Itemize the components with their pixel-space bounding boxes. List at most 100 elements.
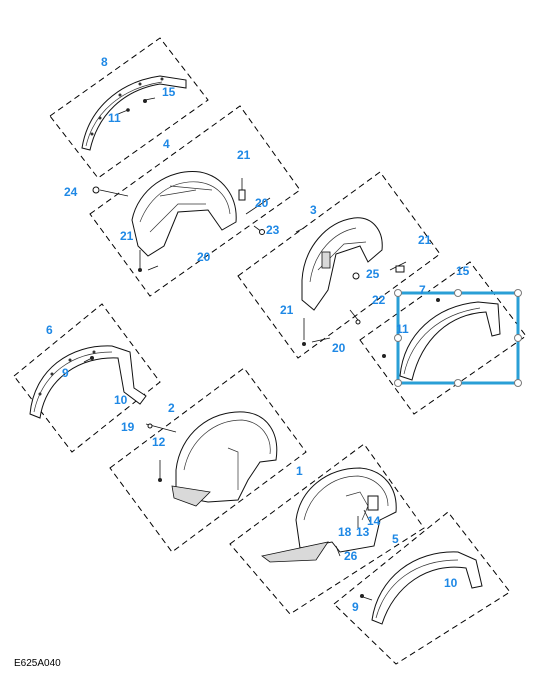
liner-4-rib3 [159, 185, 213, 197]
group-8-frame [49, 37, 209, 179]
fastener-21d [302, 342, 306, 346]
selection-handles [394, 289, 522, 387]
leader-13 [363, 509, 371, 523]
fastener-23 [259, 229, 265, 235]
arch-trim-6 [29, 345, 147, 419]
clip-7 [436, 298, 440, 302]
callout-18: 18 [338, 525, 352, 539]
trim-clips-8 [90, 77, 164, 136]
callout-9-bottom: 9 [352, 600, 359, 614]
liner-2 [175, 411, 278, 503]
group-bottom-frame [333, 511, 511, 665]
callout-21-d: 21 [280, 303, 294, 317]
leader-20b [147, 265, 159, 271]
leader-20a [245, 197, 271, 215]
fastener-21c [395, 265, 405, 273]
group-selected-trim [359, 261, 527, 415]
group-6 [13, 303, 161, 453]
leader-15a [144, 97, 156, 101]
leader-20c [311, 337, 331, 343]
handle-top-center[interactable] [454, 289, 462, 297]
callout-6: 6 [46, 323, 53, 337]
group-4 [89, 105, 301, 297]
handle-middle-right[interactable] [514, 334, 522, 342]
arch-trim-6-edge [33, 351, 113, 413]
callout-15-right: 15 [456, 264, 470, 278]
fastener-24 [92, 186, 100, 194]
fastener-19 [147, 423, 153, 429]
callout-20-b: 20 [197, 250, 211, 264]
group-3 [237, 171, 441, 359]
handle-bottom-center[interactable] [454, 379, 462, 387]
handle-bottom-left[interactable] [394, 379, 402, 387]
leader-22 [349, 309, 359, 321]
fastener-12 [158, 478, 162, 482]
fastener-21a [238, 189, 246, 201]
group-bottom-trim [333, 511, 511, 665]
group-4-frame [89, 105, 301, 297]
handle-top-right[interactable] [514, 289, 522, 297]
handle-bottom-right[interactable] [514, 379, 522, 387]
callout-9-left: 9 [62, 366, 69, 380]
fastener-21b [138, 268, 142, 272]
group-1 [229, 443, 425, 615]
callout-15-top: 15 [162, 85, 176, 99]
callout-10-left: 10 [114, 393, 128, 407]
group-2 [109, 367, 307, 553]
group-2-frame [109, 367, 307, 553]
callout-22: 22 [372, 293, 386, 307]
liner-1-rib2 [345, 491, 369, 521]
callout-24: 24 [64, 185, 78, 199]
callout-21-c: 21 [418, 233, 432, 247]
screw-15a [143, 99, 147, 103]
callout-14: 14 [367, 514, 381, 528]
liner-2-tab [171, 485, 211, 507]
group-6-frame [13, 303, 161, 453]
liner-2-rib2 [227, 447, 239, 490]
callout-4: 4 [163, 137, 170, 151]
group-sel-frame [359, 261, 527, 415]
callout-21-a: 21 [237, 148, 251, 162]
callout-20-a: 20 [255, 196, 269, 210]
arch-trim-selected-edge [403, 307, 481, 375]
callout-11-top: 11 [108, 111, 121, 125]
liner-1-mudflap [261, 541, 329, 563]
liner-2-rib1 [183, 419, 271, 471]
leader-24 [99, 189, 129, 197]
trim-clips-6 [38, 350, 96, 396]
callout-3: 3 [310, 203, 317, 217]
clip-11a [126, 108, 130, 112]
callout-25: 25 [366, 267, 380, 281]
callout-12: 12 [152, 435, 166, 449]
arch-trim-bottom [371, 551, 483, 625]
callout-2: 2 [168, 401, 175, 415]
handle-top-left[interactable] [394, 289, 402, 297]
clip-9b [360, 594, 364, 598]
callout-labels: 8 15 11 4 21 24 20 23 21 20 3 21 25 21 2… [46, 55, 470, 614]
leader-26 [335, 545, 341, 557]
clip-11b [382, 354, 386, 358]
callout-5: 5 [392, 532, 399, 546]
callout-19: 19 [121, 420, 135, 434]
diagram-code: E625A040 [14, 658, 61, 669]
callout-21-b: 21 [120, 229, 134, 243]
callout-1: 1 [296, 464, 303, 478]
liner-3-pocket [321, 251, 331, 269]
arch-trim-selected [399, 301, 501, 381]
liner-3 [301, 217, 383, 311]
callout-11-right: 11 [396, 322, 409, 336]
handle-middle-left[interactable] [394, 334, 402, 342]
liner-4-rib1 [139, 181, 231, 223]
callout-7: 7 [419, 283, 426, 297]
group-1-frame [229, 443, 425, 615]
fastener-25 [352, 272, 360, 280]
fastener-14 [367, 495, 379, 511]
liner-1 [295, 467, 397, 553]
callout-10-bottom: 10 [444, 576, 458, 590]
liner-4-rib2 [149, 203, 206, 233]
leader-3 [295, 227, 305, 233]
callout-26: 26 [344, 549, 358, 563]
arch-trim-8-edge [85, 81, 163, 147]
liner-3-rib1 [309, 227, 357, 283]
